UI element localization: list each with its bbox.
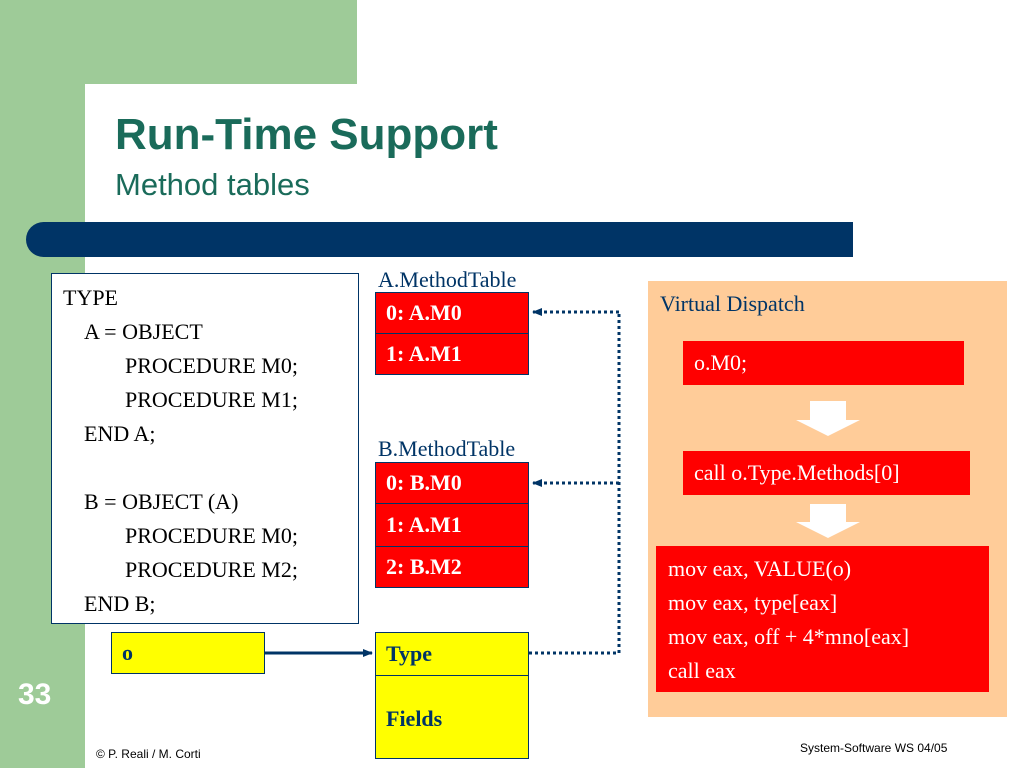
code-line: PROCEDURE M1; [125, 387, 298, 412]
b-method-entry: 1: A.M1 [375, 503, 529, 547]
a-method-table-label: A.MethodTable [378, 267, 517, 292]
a-method-entry: 1: A.M1 [375, 333, 529, 375]
dotted-connector [529, 312, 621, 655]
code-line: TYPE [63, 285, 118, 310]
code-line: A = OBJECT [84, 319, 203, 344]
slide-subtitle: Method tables [115, 167, 310, 202]
code-line: END A; [84, 421, 156, 446]
code-line: END B; [84, 591, 156, 616]
footer-course: System-Software WS 04/05 [800, 741, 948, 755]
title-underline-bar [26, 222, 853, 257]
dispatch-resolved-box: call o.Type.Methods[0] [683, 451, 970, 495]
object-type-field: Type [375, 632, 529, 676]
a-method-entry: 0: A.M0 [375, 292, 529, 334]
footer-copyright: © P. Reali / M. Corti [96, 747, 201, 761]
asm-line: mov eax, VALUE(o) [668, 556, 852, 581]
dispatch-call-box: o.M0; [683, 341, 964, 385]
asm-line: call eax [668, 658, 736, 683]
slide-title: Run-Time Support [115, 110, 498, 159]
type-declaration-box: TYPE A = OBJECT PROCEDURE M0; PROCEDURE … [51, 273, 359, 624]
code-line: B = OBJECT (A) [84, 489, 239, 514]
b-method-entry: 2: B.M2 [375, 546, 529, 588]
asm-line: mov eax, off + 4*mno[eax] [668, 624, 910, 649]
code-line: PROCEDURE M0; [125, 523, 298, 548]
slide-number: 33 [18, 678, 52, 711]
green-top-band [85, 0, 357, 84]
asm-line: mov eax, type[eax] [668, 590, 838, 615]
virtual-dispatch-title: Virtual Dispatch [660, 291, 805, 316]
dispatch-assembly-box: mov eax, VALUE(o) mov eax, type[eax] mov… [656, 546, 989, 692]
code-line: PROCEDURE M0; [125, 353, 298, 378]
b-method-table-label: B.MethodTable [378, 436, 516, 461]
code-line: PROCEDURE M2; [125, 557, 298, 582]
object-fields: Fields [375, 675, 529, 759]
object-variable-o: o [111, 632, 265, 674]
b-method-entry: 0: B.M0 [375, 462, 529, 504]
